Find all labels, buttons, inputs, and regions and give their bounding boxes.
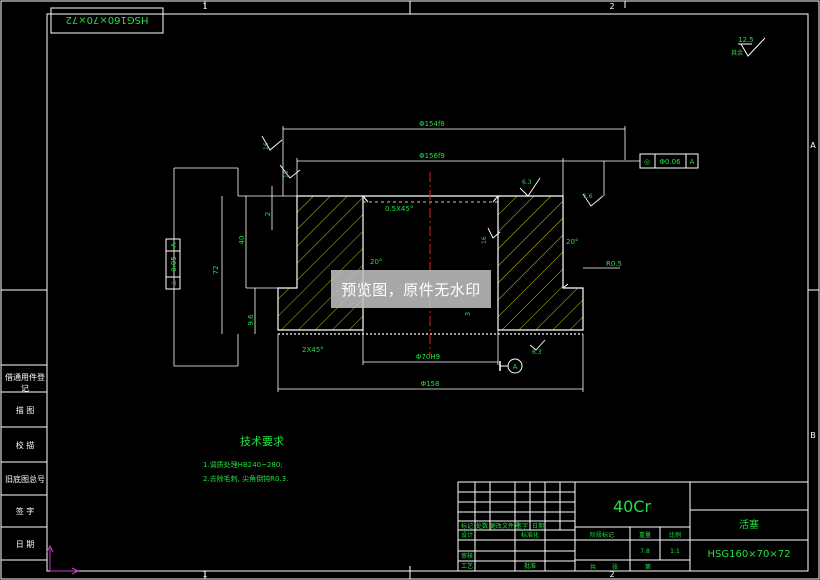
dim-step: 40 <box>238 236 246 245</box>
title-marker: 标记 <box>461 522 473 530</box>
dim-d-bore: Φ70H9 <box>416 353 440 361</box>
title-approve: 批准 <box>524 562 536 570</box>
title-design: 设计 <box>461 531 473 539</box>
datum-a-marker: A <box>499 358 523 374</box>
runout-datum: A <box>690 158 695 166</box>
title-weight-value: 7.8 <box>640 548 650 555</box>
perp-datum: A <box>170 242 178 247</box>
zone-number-2-top: 2 <box>609 2 614 11</box>
left-label-column <box>1 364 47 561</box>
title-weight-label: 重量 <box>639 531 651 539</box>
watermark-overlay: 预览图，原件无水印 <box>331 270 491 308</box>
dim-d-bottom: Φ158 <box>421 380 440 388</box>
left-label-sign: 签 字 <box>15 507 35 516</box>
left-label-trace: 描 图 <box>15 406 35 415</box>
ucs-icon <box>46 544 80 575</box>
title-total: 共 <box>590 563 596 571</box>
dim-small-3: 3 <box>464 312 472 316</box>
perp-symbol: ⊥ <box>170 280 178 286</box>
datum-a-label: A <box>513 363 518 371</box>
drawing-code-box: HSG160×70×72 <box>50 7 164 34</box>
drawing-code-rotated: HSG160×70×72 <box>66 14 149 25</box>
roughness-face-top: 16 <box>263 142 270 150</box>
zone-letter-b: B <box>810 431 816 440</box>
title-block <box>457 481 809 572</box>
dim-small-h: 2 <box>264 212 272 216</box>
roughness-general-note: 其余 <box>731 49 743 57</box>
dim-height: 72 <box>212 266 220 275</box>
title-scale-label: 比例 <box>669 531 681 539</box>
roughness-face-tr: 6.3 <box>522 179 532 186</box>
general-roughness: 12.5 其余 <box>731 36 766 57</box>
tech-req-line-1: 1.调质处理HB240~280; <box>203 460 283 469</box>
title-part-name: 活塞 <box>739 518 759 531</box>
roughness-face-right: 16 <box>481 236 488 244</box>
title-review: 审核 <box>461 552 473 560</box>
title-stage-label: 阶段标记 <box>590 531 614 539</box>
zone-number-1-top: 1 <box>202 2 207 11</box>
runout-symbol: ◎ <box>644 158 650 166</box>
dim-d-top: Φ154f8 <box>419 120 445 128</box>
dimension-lines <box>173 126 640 392</box>
zone-letter-a: A <box>810 141 816 150</box>
title-count: 处数 <box>476 522 488 530</box>
part-section <box>277 172 584 355</box>
title-material: 40Cr <box>613 497 652 516</box>
title-sign: 签字 <box>516 522 528 530</box>
zone-number-1-bottom: 1 <box>202 570 207 579</box>
perpendicularity-frame: A 0.05 ⊥ <box>165 238 181 290</box>
roughness-marks <box>261 135 604 351</box>
dim-radius: R0.5 <box>606 260 622 268</box>
roughness-bore: 1.6 <box>583 193 593 200</box>
title-drawing-no: HSG160×70×72 <box>708 549 791 560</box>
dim-angle-right: 20° <box>566 238 578 246</box>
left-label-check: 校 描 <box>15 441 35 450</box>
left-label-date: 日 期 <box>15 540 35 549</box>
dim-h-bottom: 9.6 <box>247 314 255 326</box>
runout-frame: ◎ Φ0.06 A <box>639 153 699 169</box>
title-date: 日期 <box>532 522 544 530</box>
runout-value: Φ0.06 <box>659 158 681 166</box>
left-label-registry: 借通用件登记 <box>5 373 45 393</box>
zone-number-2-bottom: 2 <box>609 570 614 579</box>
dim-d-mid: Φ156f9 <box>419 152 445 160</box>
roughness-face-ch: 16 <box>283 170 290 178</box>
title-sheet: 张 <box>612 563 618 571</box>
title-scale-value: 1:1 <box>670 548 680 555</box>
roughness-bottom: 6.3 <box>532 349 542 356</box>
roughness-general-value: 12.5 <box>738 36 754 44</box>
dim-chamfer-bore: 0.5X45° <box>385 205 413 213</box>
dim-angle-top: 20° <box>370 258 382 266</box>
tech-req-line-2: 2.去除毛刺, 尖角倒钝R0.3. <box>203 474 288 483</box>
left-label-old-no: 旧底图总号 <box>5 475 45 484</box>
tech-req-title: 技术要求 <box>240 435 284 448</box>
title-standard: 标准化 <box>521 531 539 539</box>
title-file: 更改文件号 <box>490 522 520 530</box>
dim-chamfer-bottom: 2X45° <box>302 346 324 354</box>
title-no: 第 <box>645 563 651 571</box>
title-process: 工艺 <box>461 562 473 570</box>
perp-value: 0.05 <box>170 256 178 272</box>
